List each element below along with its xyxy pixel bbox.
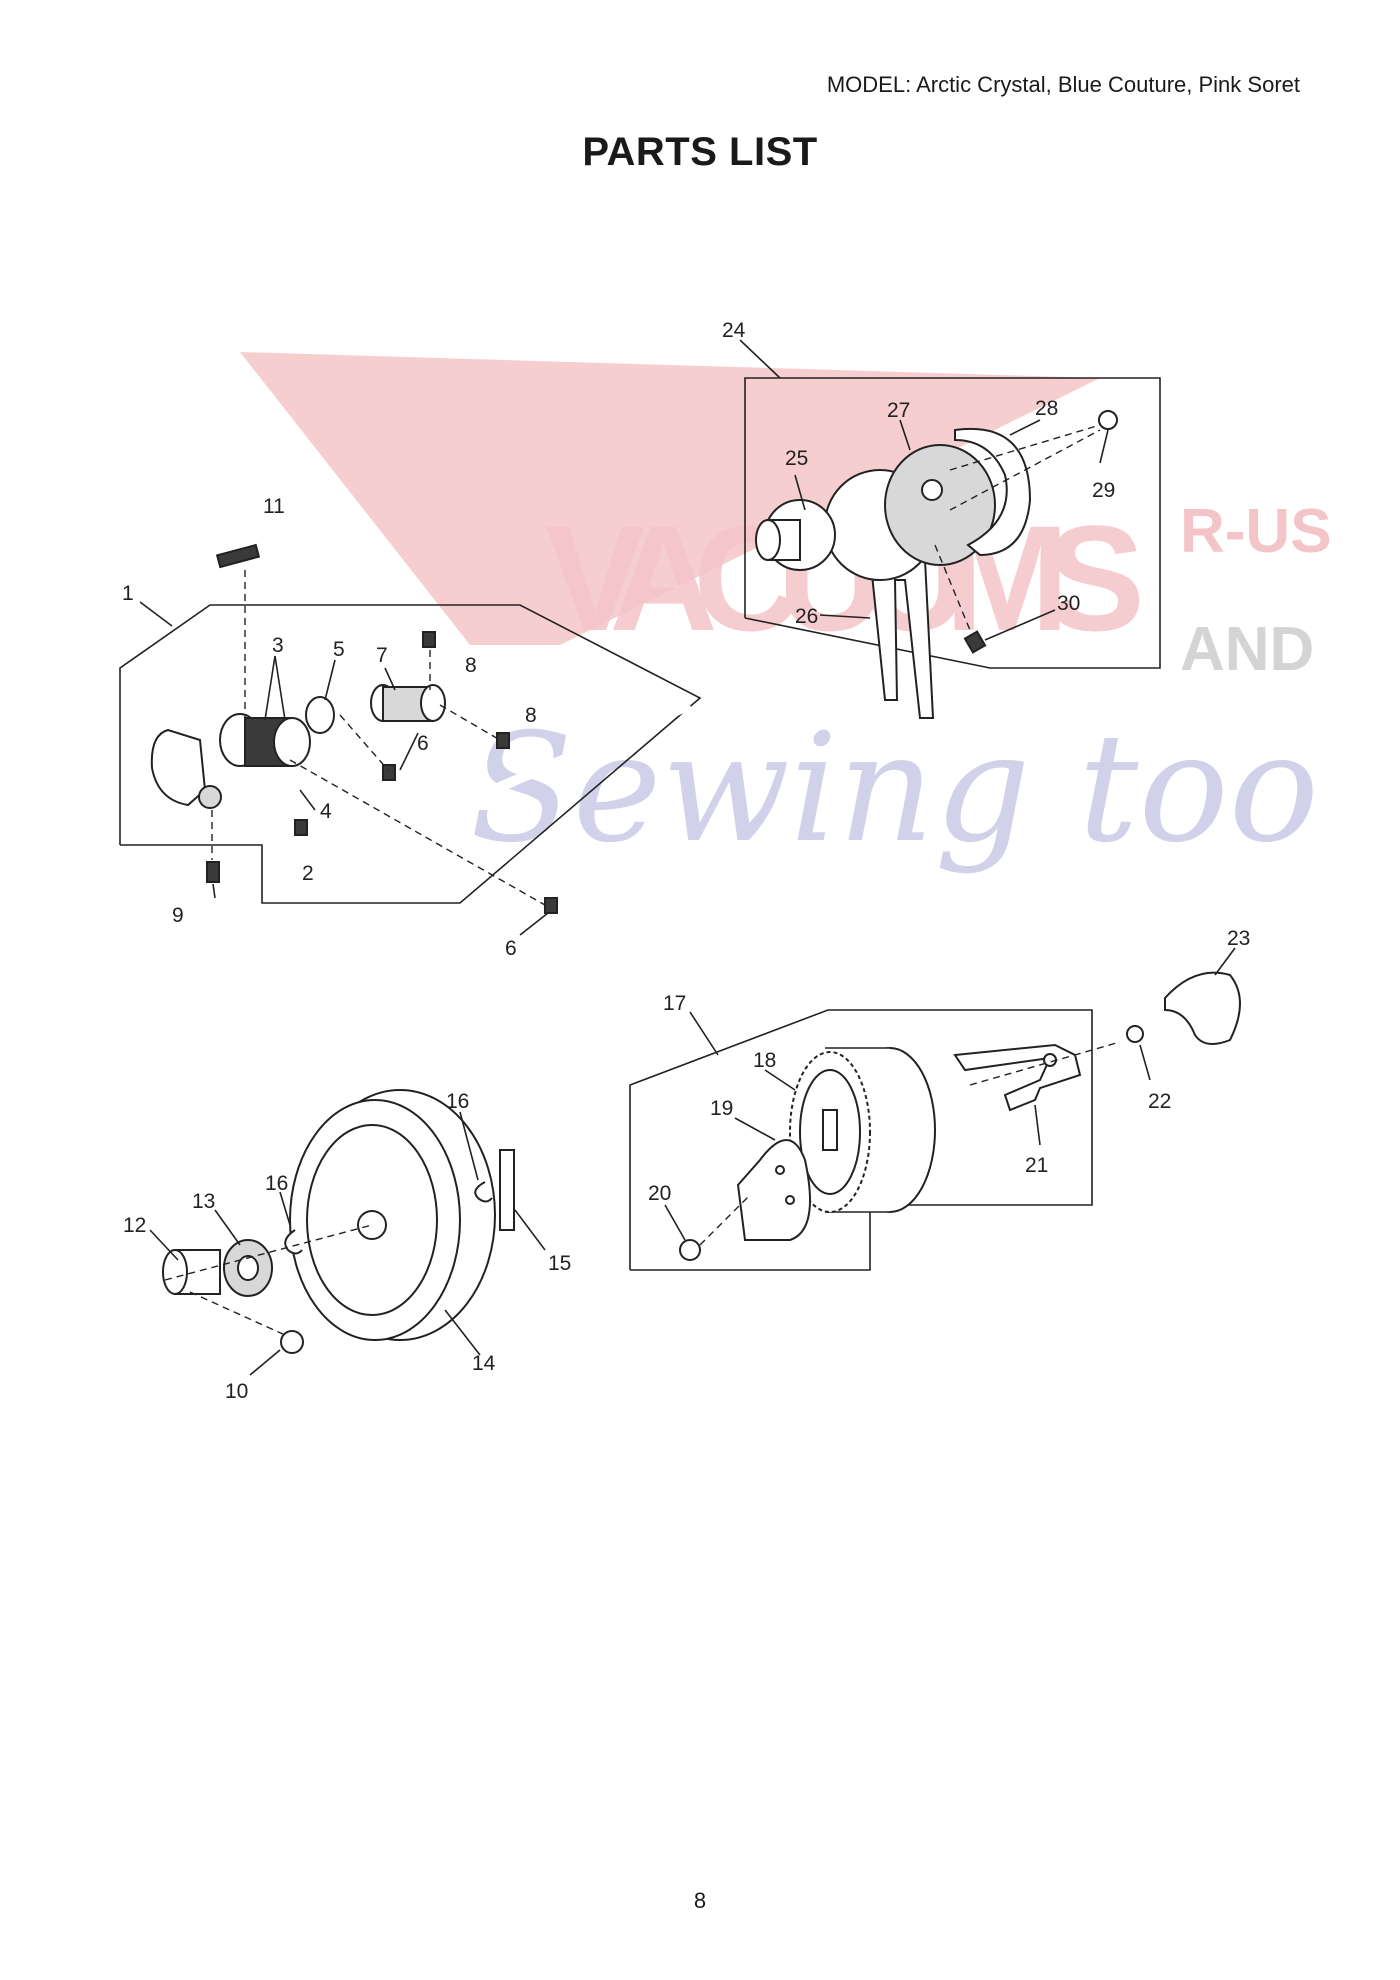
callout-14: 14 — [472, 1352, 496, 1375]
callout-26: 26 — [795, 605, 818, 628]
callout-19: 19 — [710, 1097, 733, 1120]
callout-13: 13 — [192, 1190, 215, 1213]
assembly-17 — [629, 947, 1241, 1271]
callout-9: 9 — [172, 904, 184, 927]
callout-16b: 16 — [265, 1172, 288, 1195]
callout-30: 30 — [1057, 592, 1080, 615]
callout-22: 22 — [1148, 1090, 1171, 1113]
callout-23: 23 — [1227, 927, 1250, 950]
callout-27: 27 — [887, 399, 910, 422]
callout-18: 18 — [753, 1049, 776, 1072]
callout-21: 21 — [1025, 1154, 1048, 1177]
callout-29: 29 — [1092, 479, 1115, 502]
callout-11: 11 — [263, 495, 285, 518]
callout-6a: 6 — [417, 732, 429, 755]
page-title: PARTS LIST — [582, 130, 818, 174]
callout-16a: 16 — [446, 1090, 469, 1113]
callout-5: 5 — [333, 638, 345, 661]
assembly-1 — [119, 543, 702, 936]
assembly-pulley — [149, 1089, 546, 1376]
watermark-side-bottom: AND — [1180, 615, 1314, 684]
callout-10: 10 — [225, 1380, 248, 1403]
callout-6b: 6 — [505, 937, 517, 960]
callout-8a: 8 — [465, 654, 477, 677]
callout-12: 12 — [123, 1214, 146, 1237]
watermark-side-top: R-US — [1180, 497, 1332, 566]
callout-28: 28 — [1035, 397, 1058, 420]
callout-17: 17 — [663, 992, 686, 1015]
callout-7: 7 — [376, 644, 388, 667]
callout-24: 24 — [722, 319, 746, 342]
screw-9 — [206, 861, 220, 883]
callout-2: 2 — [302, 862, 314, 885]
callout-20: 20 — [648, 1182, 671, 1205]
callout-3: 3 — [272, 634, 284, 657]
model-header: MODEL: Arctic Crystal, Blue Couture, Pin… — [826, 72, 1300, 97]
callout-4: 4 — [320, 800, 332, 823]
watermark-script-text: Sewing too — [470, 702, 1319, 876]
watermark: VACUUMS R-US AND Sewing too — [240, 352, 1332, 876]
callout-15: 15 — [548, 1252, 571, 1275]
page-number: 8 — [693, 1888, 707, 1913]
callout-8b: 8 — [525, 704, 537, 727]
callout-25: 25 — [785, 447, 808, 470]
callout-1: 1 — [122, 582, 134, 605]
assembly-24 — [739, 339, 1161, 719]
callouts: 1 2 3 4 5 6 6 7 8 8 9 10 11 12 13 14 15 … — [122, 319, 1250, 1403]
watermark-red-v — [240, 352, 1100, 645]
